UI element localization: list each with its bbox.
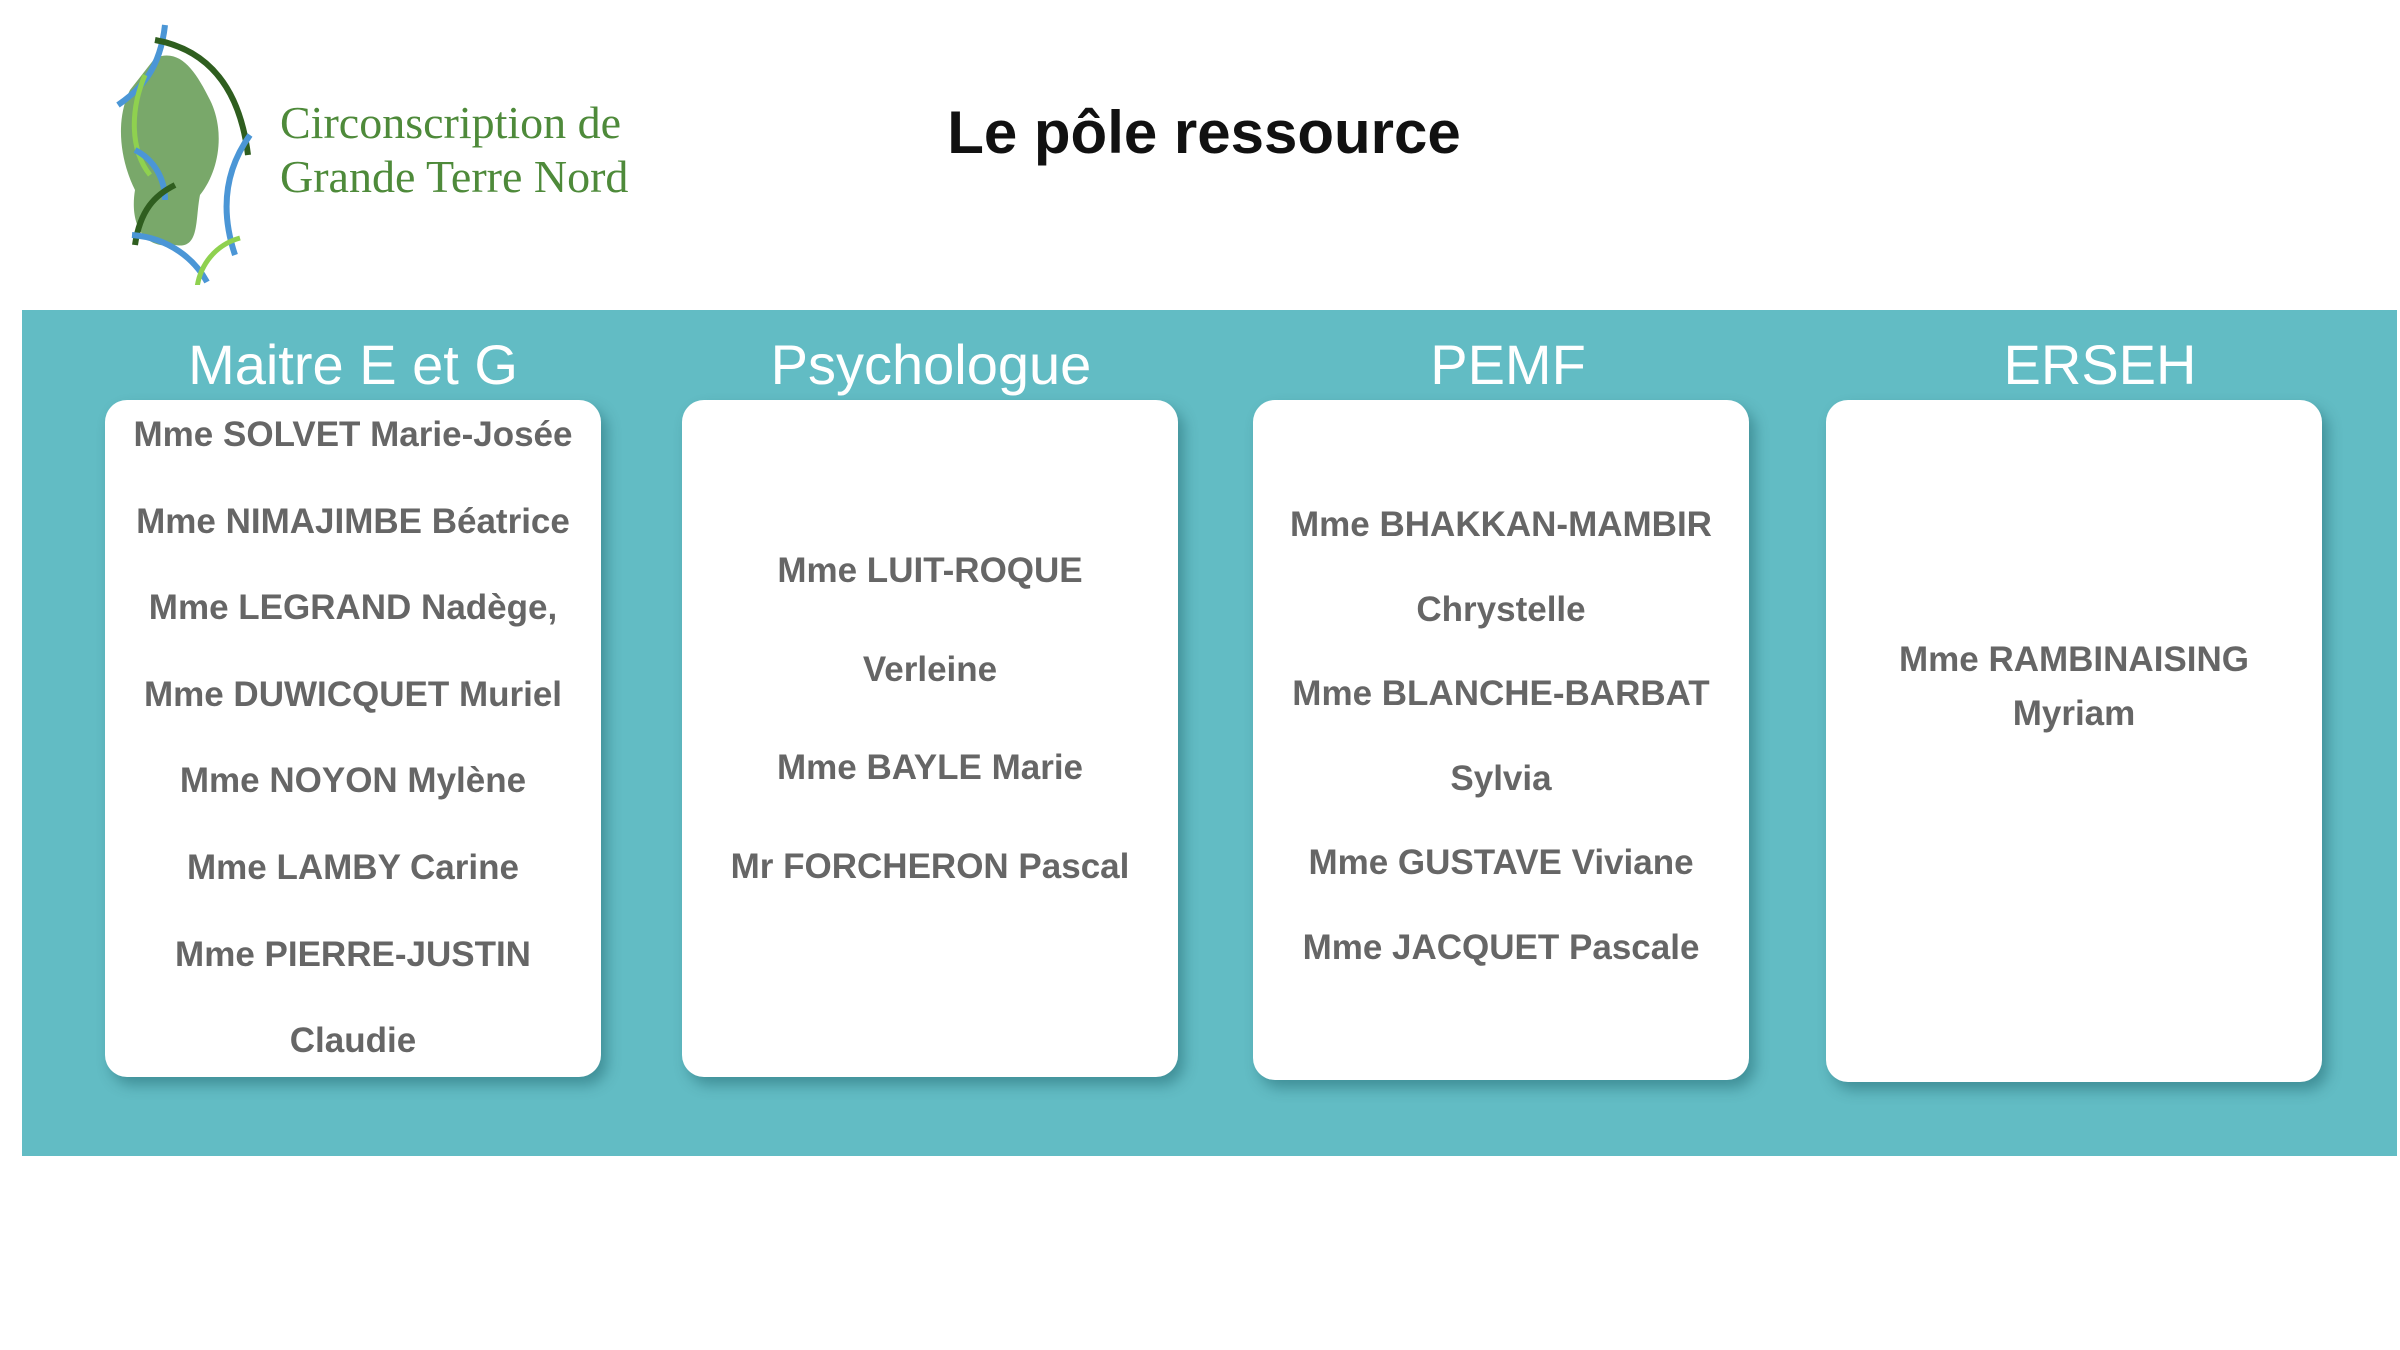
name-list: Mme RAMBINAISING Myriam [1826, 400, 2322, 741]
card-psychologue: Mme LUIT-ROQUE Verleine Mme BAYLE Marie … [682, 400, 1178, 1077]
column-heading-erseh: ERSEH [2003, 333, 2197, 396]
logo-line-2: Grande Terre Nord [280, 151, 629, 202]
column-heading-psychologue: Psychologue [770, 333, 1092, 396]
page-title: Le pôle ressource [947, 99, 1461, 166]
list-item: Mme JACQUET Pascale [1302, 927, 1700, 967]
column-heading-pemf: PEMF [1430, 333, 1586, 396]
list-item: Mme SOLVET Marie-Josée [133, 415, 573, 454]
list-item: Mme LUIT-ROQUE [777, 551, 1083, 590]
list-item: Sylvia [1450, 758, 1552, 798]
list-item: Mme BAYLE Marie [776, 748, 1084, 787]
list-item: Mme BLANCHE-BARBAT [1292, 674, 1710, 714]
column-heading-maitre: Maitre E et G [188, 333, 518, 396]
list-item: Mme NOYON Mylène [179, 761, 527, 801]
list-item: Mme BHAKKAN-MAMBIR [1290, 505, 1712, 544]
list-item: Claudie [289, 1021, 417, 1061]
list-item: Mme LEGRAND Nadège, [148, 588, 558, 628]
logo-text: Circonscription de Grande Terre Nord [280, 96, 628, 204]
list-item: Mme LAMBY Carine [187, 847, 519, 887]
card-maitre: Mme SOLVET Marie-Josée Mme NIMAJIMBE Béa… [105, 400, 601, 1077]
list-item: Mme RAMBINAISING [1898, 640, 2250, 679]
card-erseh: Mme RAMBINAISING Myriam [1826, 400, 2322, 1082]
list-item: Verleine [862, 649, 998, 689]
logo-line-1: Circonscription de [280, 97, 622, 148]
list-item: Chrystelle [1416, 589, 1586, 629]
list-item: Mme GUSTAVE Viviane [1308, 843, 1694, 883]
list-item: Mr FORCHERON Pascal [730, 846, 1130, 886]
name-list: Mme BHAKKAN-MAMBIR Chrystelle Mme BLANCH… [1253, 400, 1749, 991]
list-item: Mme PIERRE-JUSTIN [175, 934, 531, 974]
circonscription-logo-icon [100, 10, 270, 289]
name-list: Mme LUIT-ROQUE Verleine Mme BAYLE Marie … [682, 400, 1178, 916]
name-list: Mme SOLVET Marie-Josée Mme NIMAJIMBE Béa… [105, 400, 601, 1077]
list-item: Mme NIMAJIMBE Béatrice [136, 501, 570, 541]
list-item: Mme DUWICQUET Muriel [143, 674, 563, 714]
card-pemf: Mme BHAKKAN-MAMBIR Chrystelle Mme BLANCH… [1253, 400, 1749, 1080]
list-item: Myriam [2012, 694, 2136, 733]
